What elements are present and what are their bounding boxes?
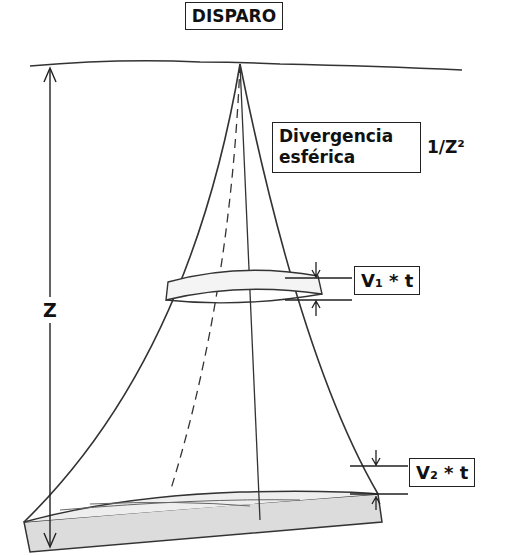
v2-box: V₂ * t bbox=[409, 458, 475, 487]
v1-bracket bbox=[285, 262, 352, 316]
box-text: DISPARO bbox=[192, 6, 276, 26]
divergence-factor: 1/Z² bbox=[427, 137, 465, 157]
v2-bracket bbox=[350, 450, 408, 510]
box-text: V₂ * t bbox=[416, 462, 468, 483]
v1-box: V₁ * t bbox=[354, 266, 420, 295]
bottom-slab-face bbox=[24, 494, 382, 552]
ground-line bbox=[30, 61, 462, 70]
box-text: Divergencia esférica bbox=[279, 126, 414, 169]
cone-front-edge bbox=[240, 64, 260, 520]
bottom-slab-top bbox=[24, 491, 378, 522]
shot-box: DISPARO bbox=[185, 2, 283, 30]
box-text: V₁ * t bbox=[361, 270, 413, 291]
divergence-box: Divergencia esférica bbox=[272, 122, 421, 173]
middle-slab bbox=[166, 270, 322, 300]
middle-slab-front bbox=[166, 294, 322, 303]
slab-strokes bbox=[60, 500, 300, 510]
depth-label: Z bbox=[42, 297, 58, 323]
